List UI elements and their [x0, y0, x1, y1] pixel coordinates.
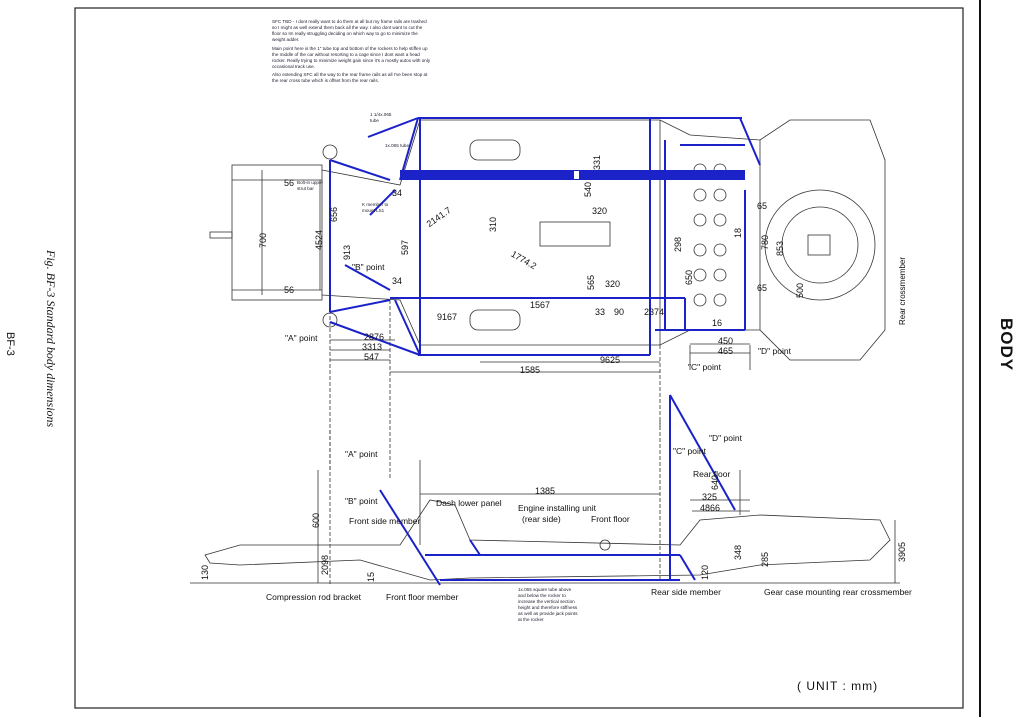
dim-348: 348: [733, 544, 743, 560]
dim-4524: 4524: [314, 229, 324, 250]
dim-9167: 9167: [437, 312, 458, 322]
dim-33: 33: [595, 307, 606, 317]
dim-65-bottom: 65: [757, 283, 768, 293]
dim-2374: 2374: [644, 307, 665, 317]
dim-18: 18: [733, 227, 743, 238]
point-b-side: "B" point: [345, 496, 378, 506]
note-tube-1-25: 1 1/4x.065 tube: [370, 112, 392, 123]
dim-16: 16: [712, 318, 723, 328]
dim-15: 15: [366, 571, 376, 582]
point-d-side: "D" point: [709, 433, 742, 443]
note-rocker-tube: Main point here is the 1" tube top and b…: [272, 46, 431, 69]
dim-325: 325: [702, 492, 718, 502]
dim-3313: 3313: [362, 342, 383, 352]
dim-913: 913: [342, 244, 352, 260]
point-c-side: "C" point: [673, 446, 706, 456]
dim-3905: 3905: [897, 541, 907, 562]
label-rear-floor: Rear floor: [693, 469, 731, 479]
dim-500: 500: [795, 282, 805, 298]
dim-853: 853: [775, 240, 785, 256]
dim-656: 656: [329, 206, 339, 222]
dim-600: 600: [311, 512, 321, 528]
point-c-top: "C" point: [688, 362, 721, 372]
dim-130: 130: [200, 564, 210, 580]
note-rocker-square-tube: 1x.065 square tube above and below the r…: [518, 587, 578, 622]
label-engine-unit-sub: (rear side): [522, 514, 561, 524]
dim-2098: 2098: [320, 554, 330, 575]
label-engine-unit: Engine installing unit: [518, 503, 596, 513]
label-rear-side-member: Rear side member: [651, 587, 721, 597]
dim-1585: 1585: [520, 365, 541, 375]
dim-780: 780: [760, 234, 770, 250]
dim-650: 650: [684, 269, 694, 285]
dim-700: 700: [258, 232, 268, 248]
dim-640: 640: [710, 474, 720, 490]
dim-547: 547: [364, 352, 380, 362]
dim-9625: 9625: [600, 355, 621, 365]
dim-65-top: 65: [757, 201, 768, 211]
dim-34-top: 34: [392, 188, 403, 198]
figure-caption: Fig. BF-3 Standard body dimensions: [44, 250, 58, 428]
label-compression-rod-bracket: Compression rod bracket: [266, 592, 361, 602]
point-a-side: "A" point: [345, 449, 378, 459]
point-a-top: "A" point: [285, 333, 318, 343]
dim-331: 331: [592, 154, 602, 170]
page-number: BF-3: [4, 332, 16, 356]
note-sfc: SFC TBD - I dont really want to do them …: [272, 19, 427, 42]
note-k-member: K member to mount LS1: [362, 202, 389, 213]
dim-1567: 1567: [530, 300, 551, 310]
crossbar-gap: [574, 171, 579, 179]
dim-597: 597: [400, 239, 410, 255]
point-d-top: "D" point: [758, 346, 791, 356]
label-front-floor: Front floor: [591, 514, 630, 524]
dim-56-top: 56: [284, 178, 295, 188]
dim-1385: 1385: [535, 486, 556, 496]
dim-310: 310: [488, 216, 498, 232]
unit-note: ( UNIT : mm): [797, 679, 879, 693]
blue-crossbar: [400, 170, 745, 180]
label-front-side-member: Front side member: [349, 516, 421, 526]
blue-tube-additions-top: [329, 117, 761, 356]
label-gear-case-crossmember: Gear case mounting rear crossmember: [764, 587, 912, 597]
note-tube-1: 1x.065 tube: [385, 143, 410, 148]
blue-tube-additions-side: [379, 394, 736, 586]
note-strut-bar: Bolt-in upper strut bar: [297, 180, 324, 191]
dim-320-top: 320: [592, 206, 608, 216]
dim-540: 540: [583, 181, 593, 197]
dim-285: 285: [760, 551, 770, 567]
dim-298: 298: [673, 236, 683, 252]
dim-90: 90: [614, 307, 625, 317]
dim-465: 465: [718, 346, 734, 356]
dim-2876: 2876: [364, 332, 385, 342]
label-front-floor-member: Front floor member: [386, 592, 459, 602]
dim-565: 565: [586, 274, 596, 290]
dim-320-bottom: 320: [605, 279, 621, 289]
side-view-drawing: [190, 420, 900, 585]
dim-34-bottom: 34: [392, 276, 403, 286]
dim-56-bottom: 56: [284, 285, 295, 295]
rear-crossmember-label: Rear crossmember: [898, 256, 907, 325]
dim-4866: 4866: [700, 503, 721, 513]
label-dash-lower-panel: Dash lower panel: [436, 498, 502, 508]
point-b-top: "B" point: [352, 262, 385, 272]
note-extend-sfc: Also extending SFC all the way to the re…: [272, 72, 428, 83]
page-border: [74, 7, 964, 709]
dim-450: 450: [718, 336, 734, 346]
section-tab-body: BODY: [997, 318, 1016, 372]
dim-120: 120: [700, 564, 710, 580]
